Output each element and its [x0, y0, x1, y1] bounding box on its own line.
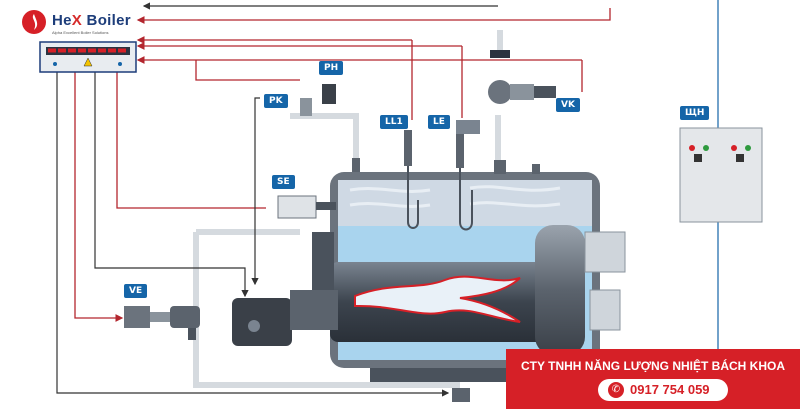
- signal-lines: [74, 8, 611, 322]
- front-drum: [535, 225, 585, 355]
- ve-valve: [124, 306, 200, 340]
- control-panel: [39, 41, 137, 73]
- le-transmitter: [456, 120, 480, 134]
- tag-shn: ЩН: [680, 106, 710, 120]
- se-sensor: [277, 195, 336, 219]
- ll1-probe: [404, 130, 412, 166]
- vk-valve: [488, 50, 556, 104]
- phone-number[interactable]: 0917 754 059: [630, 382, 710, 397]
- tag-ll1: LL1: [380, 115, 408, 129]
- tag-le: LE: [428, 115, 450, 129]
- logo-mark-icon: [22, 10, 46, 34]
- burner: [232, 232, 338, 346]
- phone-icon: ✆: [608, 382, 624, 398]
- bottom-valve: [452, 388, 470, 402]
- contact-banner: CTY TNHH NĂNG LƯỢNG NHIỆT BÁCH KHOA ✆ 09…: [506, 349, 800, 409]
- phone-pill[interactable]: ✆ 0917 754 059: [598, 379, 728, 401]
- tag-ve: VE: [124, 284, 148, 298]
- ph-sensor: [322, 84, 336, 104]
- flame-icon: [354, 275, 521, 323]
- tag-pk: PK: [264, 94, 288, 108]
- le-probe: [456, 132, 464, 168]
- tag-se: SE: [272, 175, 295, 189]
- company-name: CTY TNHH NĂNG LƯỢNG NHIỆT BÁCH KHOA: [521, 359, 785, 373]
- tag-vk: VK: [556, 98, 580, 112]
- boiler: [330, 120, 626, 382]
- logo-tagline: Alpha Excellent Boiler Solutions: [52, 30, 109, 35]
- logo-brand: HeX Boiler: [52, 12, 131, 29]
- tag-ph: PH: [319, 61, 344, 75]
- shn-cabinet: [679, 127, 763, 223]
- pk-sensor: [300, 98, 312, 116]
